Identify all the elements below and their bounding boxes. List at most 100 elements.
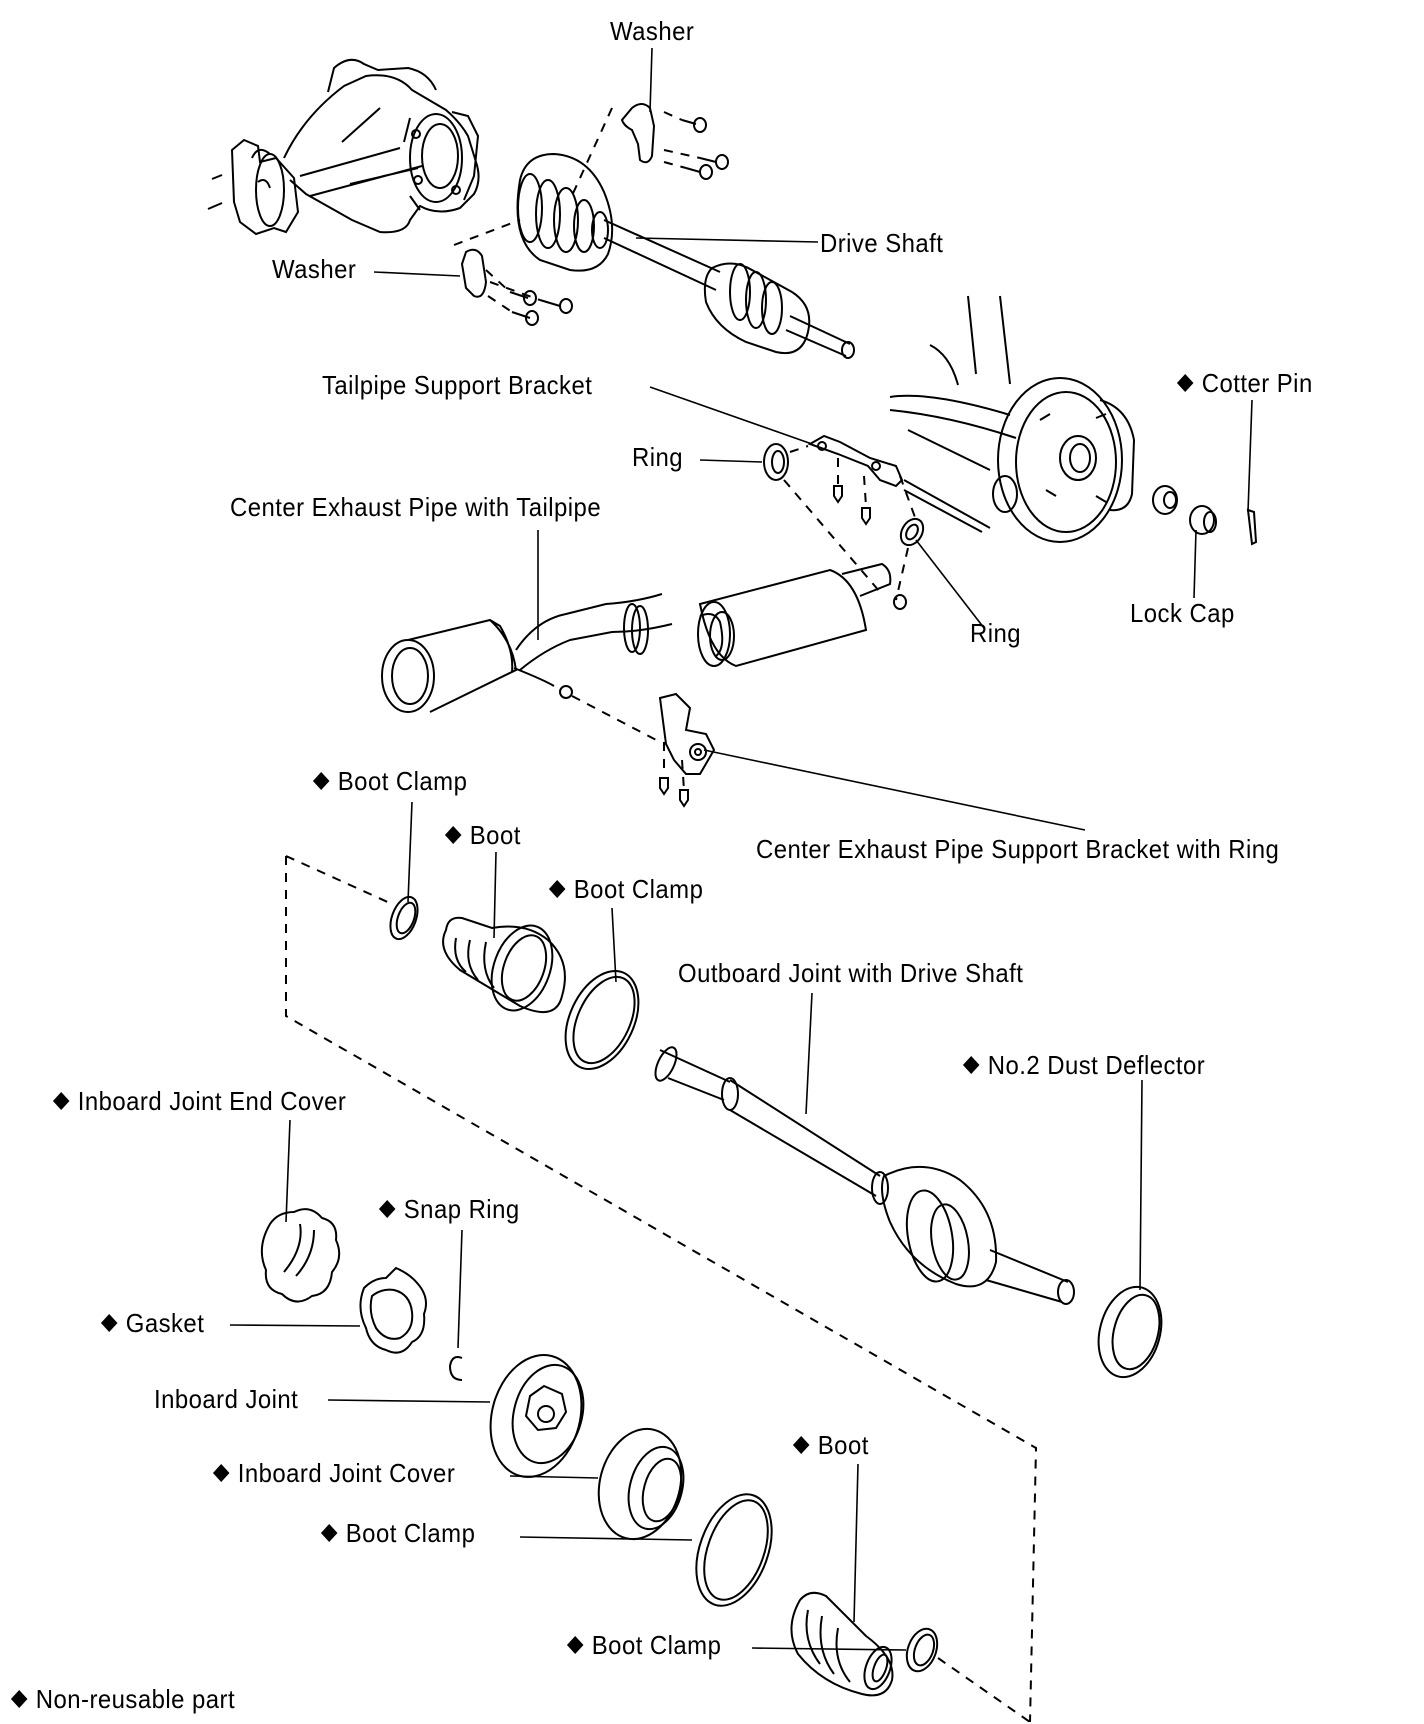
label-text: Center Exhaust Pipe Support Bracket with… — [756, 834, 1280, 864]
label-cotter-pin: Cotter Pin — [1176, 368, 1313, 399]
label-boot-clamp-2: Boot Clamp — [548, 874, 703, 905]
diamond-icon — [792, 1435, 810, 1455]
label-text: Boot — [469, 820, 521, 850]
label-text: Lock Cap — [1130, 598, 1235, 628]
label-text: No.2 Dust Deflector — [987, 1050, 1206, 1080]
leader-inboard-joint — [327, 1399, 491, 1403]
boot-1-part — [442, 916, 566, 1014]
legend-text: Non-reusable part — [35, 1684, 236, 1714]
support-bracket-with-ring-part — [571, 692, 716, 808]
diamond-icon — [1176, 373, 1194, 393]
gasket-part — [359, 1266, 427, 1354]
label-boot-1: Boot — [444, 820, 521, 851]
lock-nut-part — [1152, 485, 1178, 515]
diamond-icon — [100, 1313, 118, 1333]
label-text: Snap Ring — [403, 1194, 520, 1224]
ring-right-part — [895, 475, 925, 601]
outboard-joint-part — [654, 1046, 1075, 1305]
diamond-icon — [52, 1091, 70, 1111]
leader-end-cover — [285, 1119, 291, 1223]
leader-boot-clamp-1 — [407, 801, 413, 903]
leader-lock-cap — [1193, 529, 1197, 599]
inboard-joint-part — [489, 1354, 585, 1478]
label-text: Washer — [610, 16, 695, 46]
leader-boot-2 — [853, 1463, 859, 1623]
inboard-joint-cover-part — [597, 1427, 685, 1541]
leader-tailpipe-bracket — [649, 386, 813, 445]
label-text: Gasket — [125, 1308, 205, 1338]
label-snap-ring: Snap Ring — [378, 1194, 520, 1225]
label-text: Inboard Joint — [154, 1384, 299, 1414]
washer-top-part — [569, 103, 729, 201]
label-text: Washer — [272, 254, 357, 284]
label-text: Ring — [632, 442, 684, 472]
label-drive-shaft: Drive Shaft — [820, 228, 943, 259]
leader-outboard-joint — [805, 992, 813, 1115]
boot-clamp-4-part — [905, 1627, 939, 1673]
label-center-exhaust-pipe: Center Exhaust Pipe with Tailpipe — [230, 492, 601, 523]
leader-ring-right — [915, 539, 985, 629]
leader-washer-top — [649, 47, 653, 113]
diamond-icon — [10, 1689, 28, 1709]
leader-drive-shaft — [635, 237, 819, 243]
differential-housing — [207, 58, 480, 236]
assembly-boundary — [285, 855, 1038, 1723]
label-text: Cotter Pin — [1201, 368, 1313, 398]
label-text: Tailpipe Support Bracket — [322, 370, 593, 400]
leader-ring-upper — [699, 459, 763, 463]
diamond-icon — [212, 1463, 230, 1483]
legend-non-reusable: Non-reusable part — [10, 1684, 235, 1715]
dust-deflector-part — [1097, 1285, 1163, 1379]
leader-boot-1 — [493, 851, 497, 939]
boot-clamp-3-part — [695, 1493, 773, 1607]
leader-dust-deflector — [1139, 1079, 1143, 1291]
label-text: Boot Clamp — [591, 1630, 722, 1660]
diamond-icon — [312, 771, 330, 791]
drive-shaft-assembly — [516, 152, 855, 359]
label-inboard-joint: Inboard Joint — [154, 1384, 298, 1415]
label-text: Boot Clamp — [345, 1518, 476, 1548]
label-dust-deflector: No.2 Dust Deflector — [962, 1050, 1205, 1081]
label-boot-clamp-3: Boot Clamp — [320, 1518, 475, 1549]
leader-lines — [229, 47, 1253, 1651]
label-boot-clamp-4: Boot Clamp — [566, 1630, 721, 1661]
axle-hub-assembly — [889, 295, 1136, 543]
diamond-icon — [444, 825, 462, 845]
label-washer-left: Washer — [272, 254, 356, 285]
label-text: Boot Clamp — [337, 766, 468, 796]
diamond-icon — [548, 879, 566, 899]
label-text: Boot Clamp — [573, 874, 704, 904]
label-center-exhaust-support-bracket: Center Exhaust Pipe Support Bracket with… — [756, 834, 1279, 865]
lock-cap-part — [1189, 505, 1217, 535]
snap-ring-part — [448, 1356, 463, 1381]
leader-support-bracket — [703, 749, 1086, 831]
boot-clamp-1-part — [389, 895, 419, 941]
label-lock-cap: Lock Cap — [1130, 598, 1235, 629]
leader-snap-ring — [457, 1229, 463, 1349]
washer-left-part — [453, 219, 573, 326]
label-washer-top: Washer — [610, 16, 694, 47]
label-text: Drive Shaft — [820, 228, 944, 258]
label-inboard-joint-end-cover: Inboard Joint End Cover — [52, 1086, 346, 1117]
label-inboard-joint-cover: Inboard Joint Cover — [212, 1458, 455, 1489]
leader-inboard-joint-cover — [509, 1475, 599, 1479]
label-gasket: Gasket — [100, 1308, 204, 1339]
label-tailpipe-support-bracket: Tailpipe Support Bracket — [322, 370, 592, 401]
label-text: Outboard Joint with Drive Shaft — [678, 958, 1024, 988]
label-text: Inboard Joint End Cover — [77, 1086, 347, 1116]
leader-boot-clamp-4 — [751, 1647, 907, 1651]
label-boot-2: Boot — [792, 1430, 869, 1461]
cotter-pin-part — [1246, 508, 1258, 546]
label-boot-clamp-1: Boot Clamp — [312, 766, 467, 797]
label-ring-right: Ring — [970, 618, 1021, 649]
label-text: Center Exhaust Pipe with Tailpipe — [230, 492, 602, 522]
diamond-icon — [378, 1199, 396, 1219]
ring-upper-part — [763, 443, 881, 593]
inboard-joint-end-cover-part — [260, 1208, 341, 1303]
label-ring-upper: Ring — [632, 442, 683, 473]
label-text: Inboard Joint Cover — [237, 1458, 456, 1488]
label-outboard-joint: Outboard Joint with Drive Shaft — [678, 958, 1023, 989]
leader-boot-clamp-2 — [611, 907, 617, 983]
diamond-icon — [566, 1635, 584, 1655]
